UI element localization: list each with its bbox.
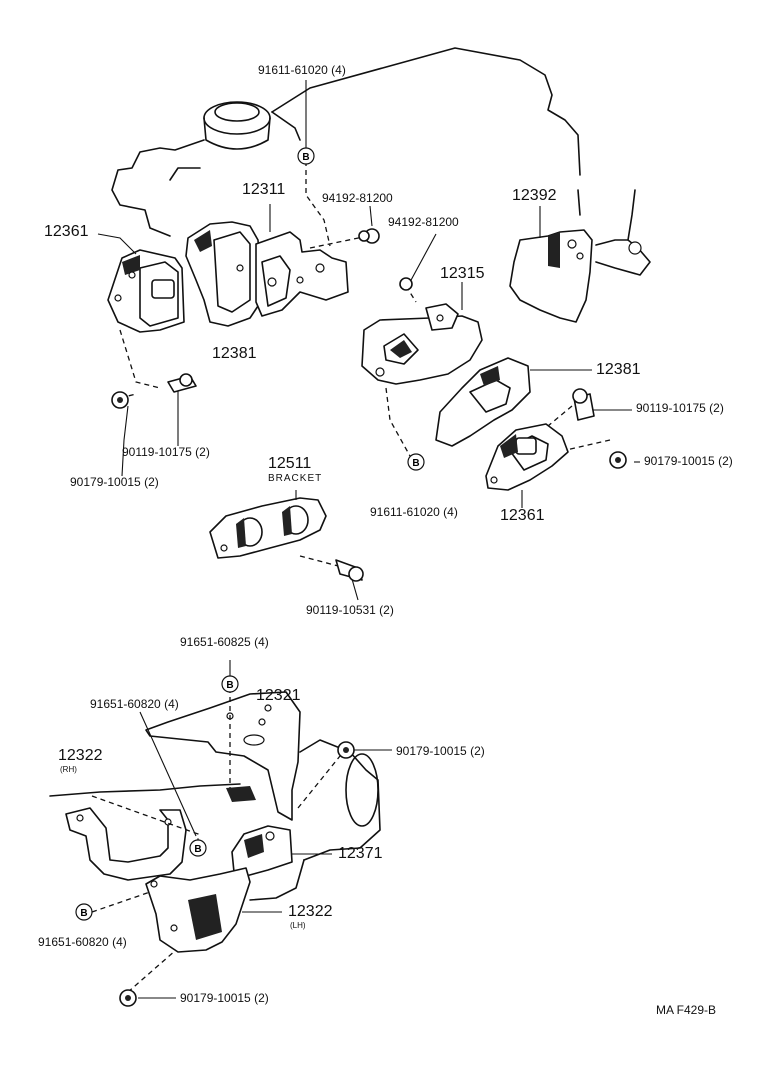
fastener-nut-left: [111, 391, 129, 409]
part-12311-engine-bracket: [255, 204, 349, 317]
figure-code: MA F429-B: [656, 1003, 717, 1017]
fastener-nut-lower-right: [337, 741, 355, 759]
fastener-bolt-12511: [335, 559, 364, 582]
part-12321-crossmember: [145, 691, 301, 821]
part-12381-left-insulator: [185, 221, 263, 327]
fastener-nut-lower-bottom: [119, 989, 137, 1007]
label-bolt-mid-small: 94192-81200: [388, 215, 459, 229]
label-bolt-lower-top: 91651-60825 (4): [180, 635, 269, 649]
fastener-bolt-right: [572, 388, 595, 421]
label-part-12361-left: 12361: [44, 223, 89, 240]
label-lh: (LH): [290, 921, 306, 930]
label-top-bolt: 91611-61020 (4): [258, 63, 346, 77]
bolt-marker-letter: B: [226, 680, 233, 691]
part-12371-cushion: [231, 825, 332, 877]
label-part-12381-left: 12381: [212, 345, 257, 362]
label-bolt-12511: 90119-10531 (2): [306, 603, 394, 617]
bolt-marker-letter: B: [412, 458, 419, 469]
label-part-12321: 12321: [256, 687, 301, 704]
label-part-12315: 12315: [440, 265, 485, 282]
transmission-outline: [49, 739, 381, 901]
label-part-12511: 12511: [268, 455, 312, 472]
label-part-12361-right: 12361: [500, 507, 545, 524]
label-bolt-left: 90119-10175 (2): [122, 445, 210, 459]
label-rh: (RH): [60, 765, 77, 774]
part-12392-heat-shield: [509, 206, 593, 323]
label-bolt-lower-left: 91651-60820 (4): [90, 697, 179, 711]
label-nut-lower-bottom: 90179-10015 (2): [180, 991, 269, 1005]
part-12361-right-mount: [485, 423, 569, 508]
bolt-marker-letter: B: [194, 844, 201, 855]
bolt-marker-lower-bottom: B: [75, 903, 93, 921]
engine-outline: [111, 47, 651, 276]
bolt-marker-letter: B: [80, 908, 87, 919]
part-12315-engine-bracket: [361, 282, 483, 385]
part-12322-lh-bracket: [145, 867, 282, 953]
label-nut-lower-right: 90179-10015 (2): [396, 744, 485, 758]
bolt-marker-lower-top: B: [221, 675, 239, 693]
bolt-marker-letter: B: [302, 152, 309, 163]
bolt-marker-mid: B: [407, 453, 425, 471]
part-12322-rh-bracket: [65, 807, 187, 881]
label-part-12381-right: 12381: [596, 361, 641, 378]
label-part-12322-lh: 12322: [288, 903, 333, 920]
bolt-marker-lower-left: B: [189, 839, 207, 857]
part-12511-bracket: [209, 490, 327, 559]
label-part-12311: 12311: [242, 181, 286, 198]
fastener-bolt-upper-small: [358, 228, 380, 244]
label-part-12322-rh: 12322: [58, 747, 103, 764]
fastener-bolt-mid-small: [399, 277, 413, 291]
fastener-nut-right: [609, 451, 627, 469]
label-nut-left: 90179-10015 (2): [70, 475, 159, 489]
label-part-12392: 12392: [512, 187, 557, 204]
label-part-12371: 12371: [338, 845, 383, 862]
leader-lines: [97, 80, 640, 999]
label-bolt-upper-small: 94192-81200: [322, 191, 393, 205]
label-bolt-mid: 91611-61020 (4): [370, 505, 458, 519]
label-bolt-right: 90119-10175 (2): [636, 401, 724, 415]
label-bracket: BRACKET: [268, 473, 323, 484]
fastener-bolt-left: [167, 373, 197, 393]
bolt-marker-top: B: [297, 147, 315, 165]
part-12361-left-mount: [107, 249, 185, 333]
label-nut-right: 90179-10015 (2): [644, 454, 733, 468]
label-bolt-lower-bottom: 91651-60820 (4): [38, 935, 127, 949]
part-12381-right-insulator: [435, 357, 592, 447]
